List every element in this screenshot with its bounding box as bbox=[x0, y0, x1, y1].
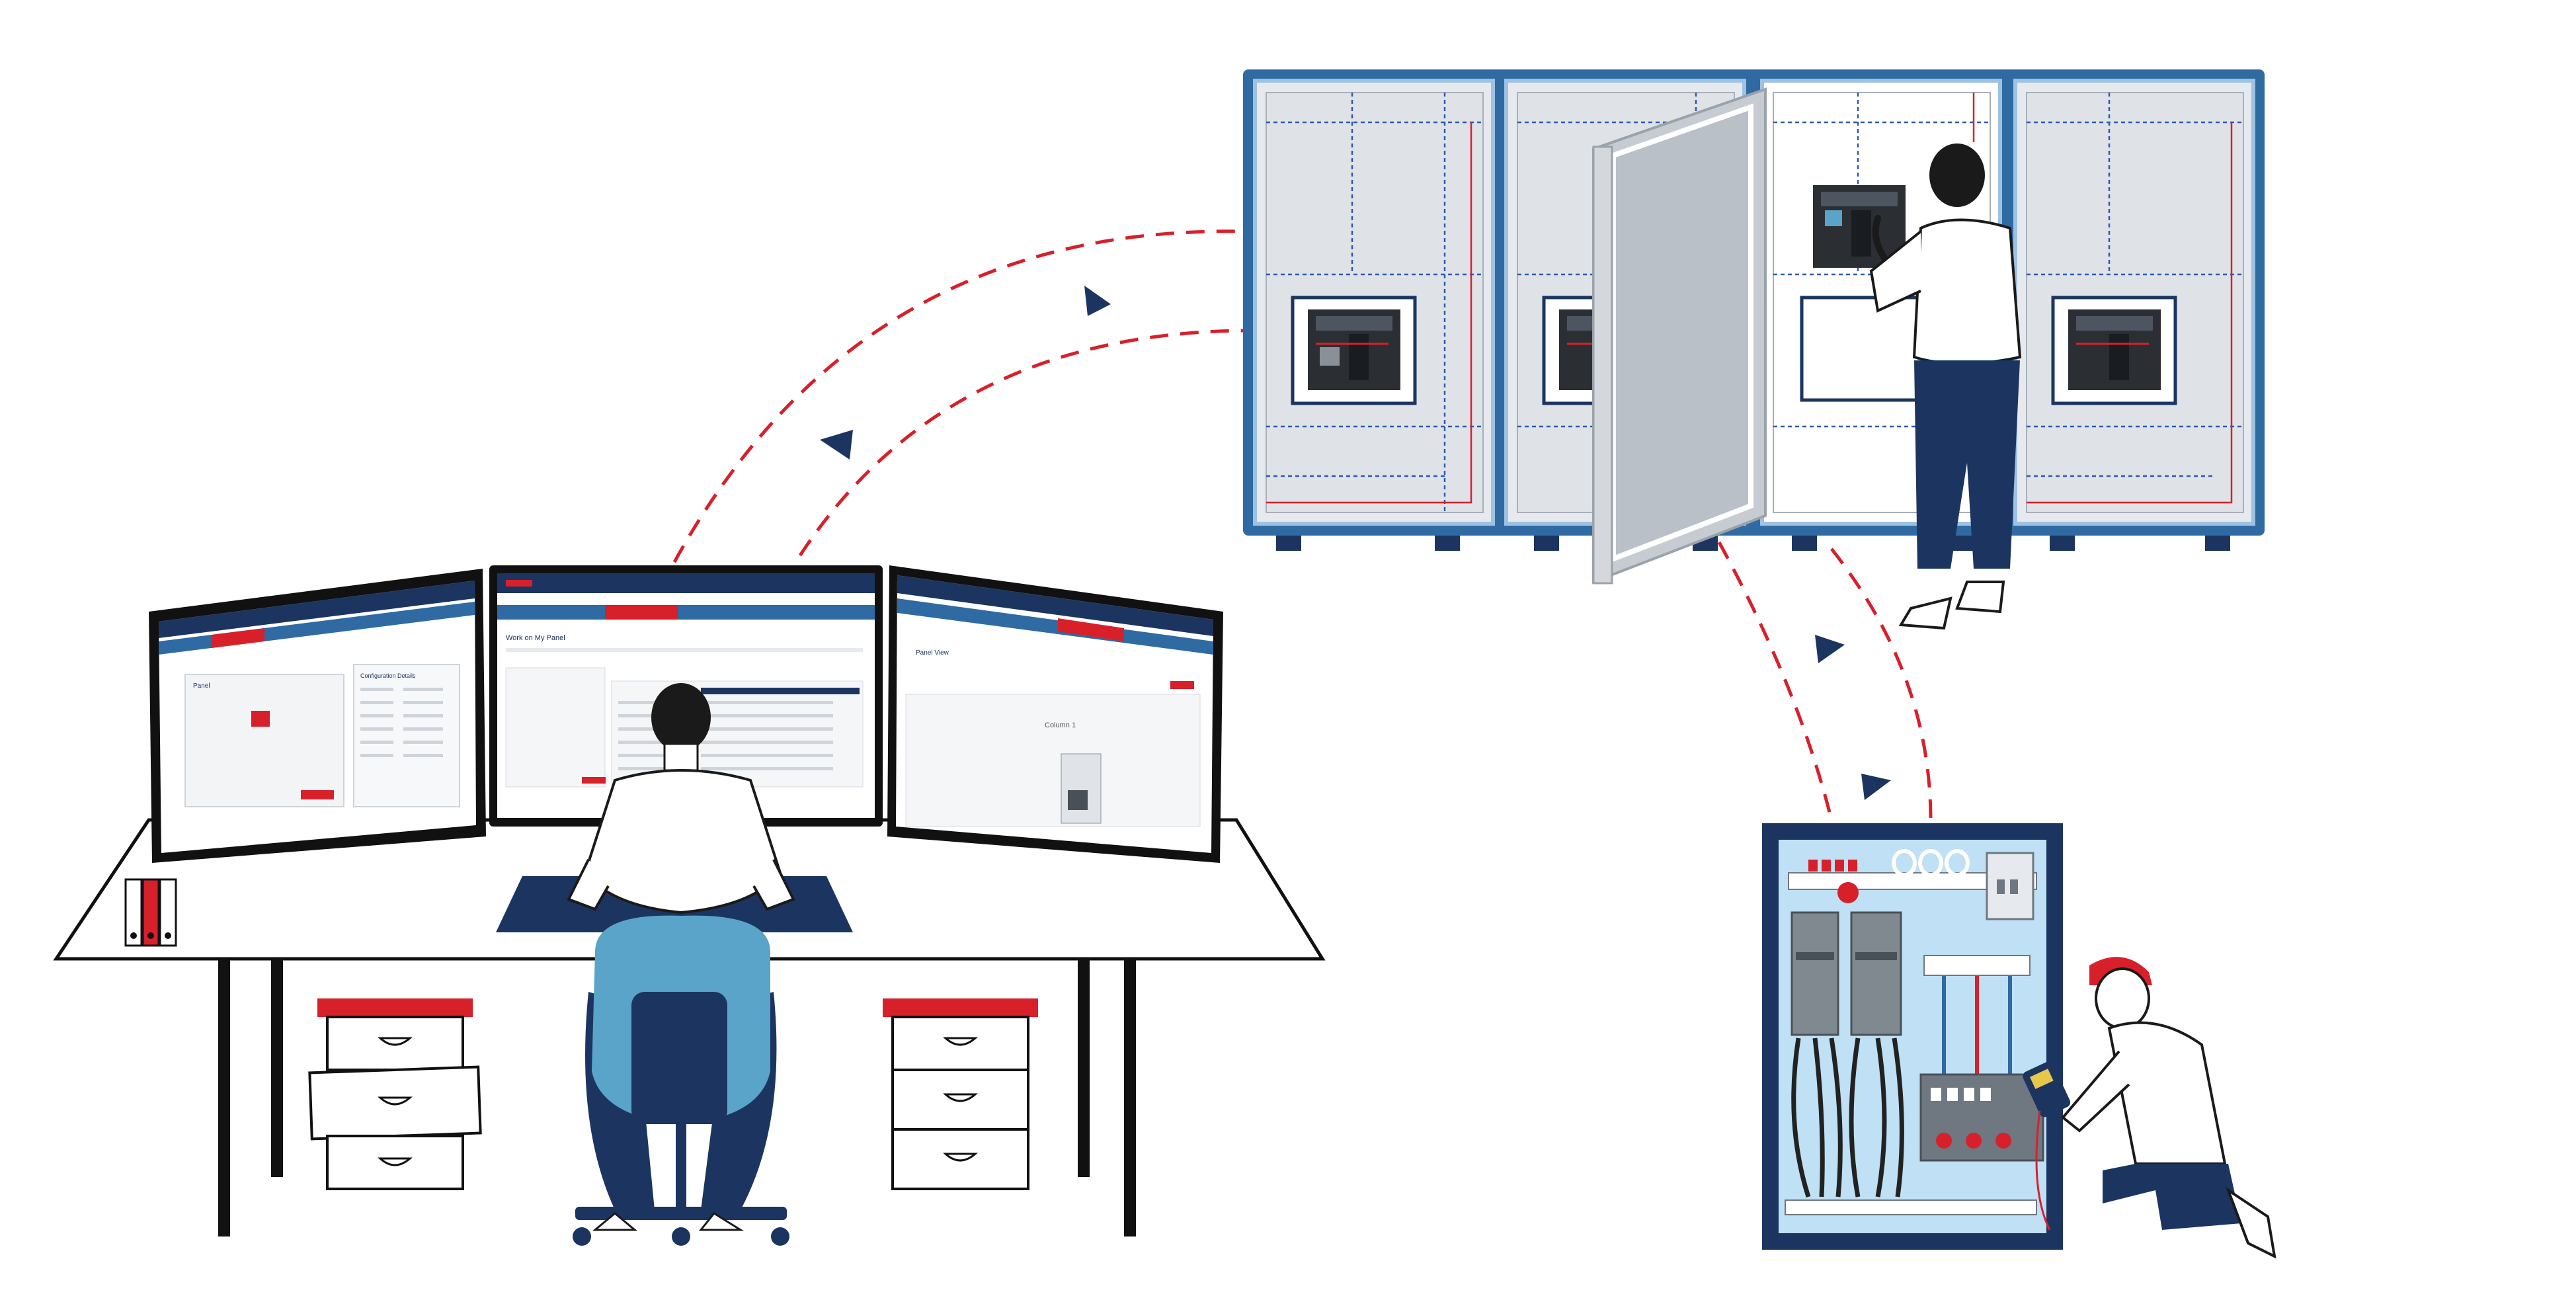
screen-content-right: Panel View Column 1 bbox=[905, 649, 1201, 827]
drawer-unit-left bbox=[308, 998, 482, 1190]
technician-kneeling bbox=[2023, 957, 2276, 1259]
screen-right-canvas-label: Column 1 bbox=[1045, 721, 1076, 729]
monitor-right: Panel View Column 1 bbox=[887, 565, 1223, 863]
arc-desk-to-switchgear-inner bbox=[798, 329, 1244, 557]
drawer-unit-right bbox=[883, 998, 1038, 1190]
screen-left-right-title: Configuration Details bbox=[360, 672, 416, 679]
switchgear-cabinet-4 bbox=[2013, 79, 2255, 526]
arc-switchgear-to-panel-right bbox=[1830, 548, 1933, 821]
switchgear-cabinet-1 bbox=[1253, 79, 1495, 526]
arc-desk-to-switchgear-outer bbox=[672, 229, 1244, 563]
multimeter-icon bbox=[2023, 1061, 2071, 1117]
triangle-arrow-icon bbox=[1861, 774, 1891, 800]
binder-icon bbox=[124, 878, 177, 947]
triangle-arrow-icon bbox=[1084, 286, 1111, 316]
monitor-left: Panel Configuration Details bbox=[149, 569, 486, 863]
screen-content-center: Work on My Panel bbox=[505, 634, 864, 788]
circuit-breaker-icon bbox=[1308, 309, 1400, 390]
arc-switchgear-to-panel-left bbox=[1717, 541, 1833, 821]
enclosure-icon bbox=[251, 711, 270, 727]
technician-standing bbox=[1869, 143, 2022, 630]
flow-arrows bbox=[820, 286, 1891, 800]
switchgear-lineup bbox=[1243, 69, 2265, 585]
triangle-arrow-icon bbox=[820, 430, 853, 460]
cabinet-icon bbox=[1061, 753, 1102, 824]
flow-arcs bbox=[672, 229, 1933, 821]
triangle-arrow-icon bbox=[1815, 635, 1845, 663]
screen-center-section-title: Work on My Panel bbox=[506, 634, 565, 642]
electrical-panel bbox=[1762, 823, 2063, 1250]
screen-right-section-title: Panel View bbox=[916, 649, 949, 657]
list-icon bbox=[701, 688, 860, 694]
screen-left-section-title: Panel bbox=[193, 682, 210, 690]
office-chair-icon bbox=[573, 915, 789, 1246]
screen-content-left: Panel Configuration Details bbox=[184, 664, 460, 807]
open-cabinet-door bbox=[1592, 87, 1767, 585]
circuit-breaker-icon bbox=[1791, 911, 1902, 1036]
circuit-breaker-icon bbox=[2068, 309, 2161, 390]
circuit-breaker-icon bbox=[1813, 185, 1906, 268]
